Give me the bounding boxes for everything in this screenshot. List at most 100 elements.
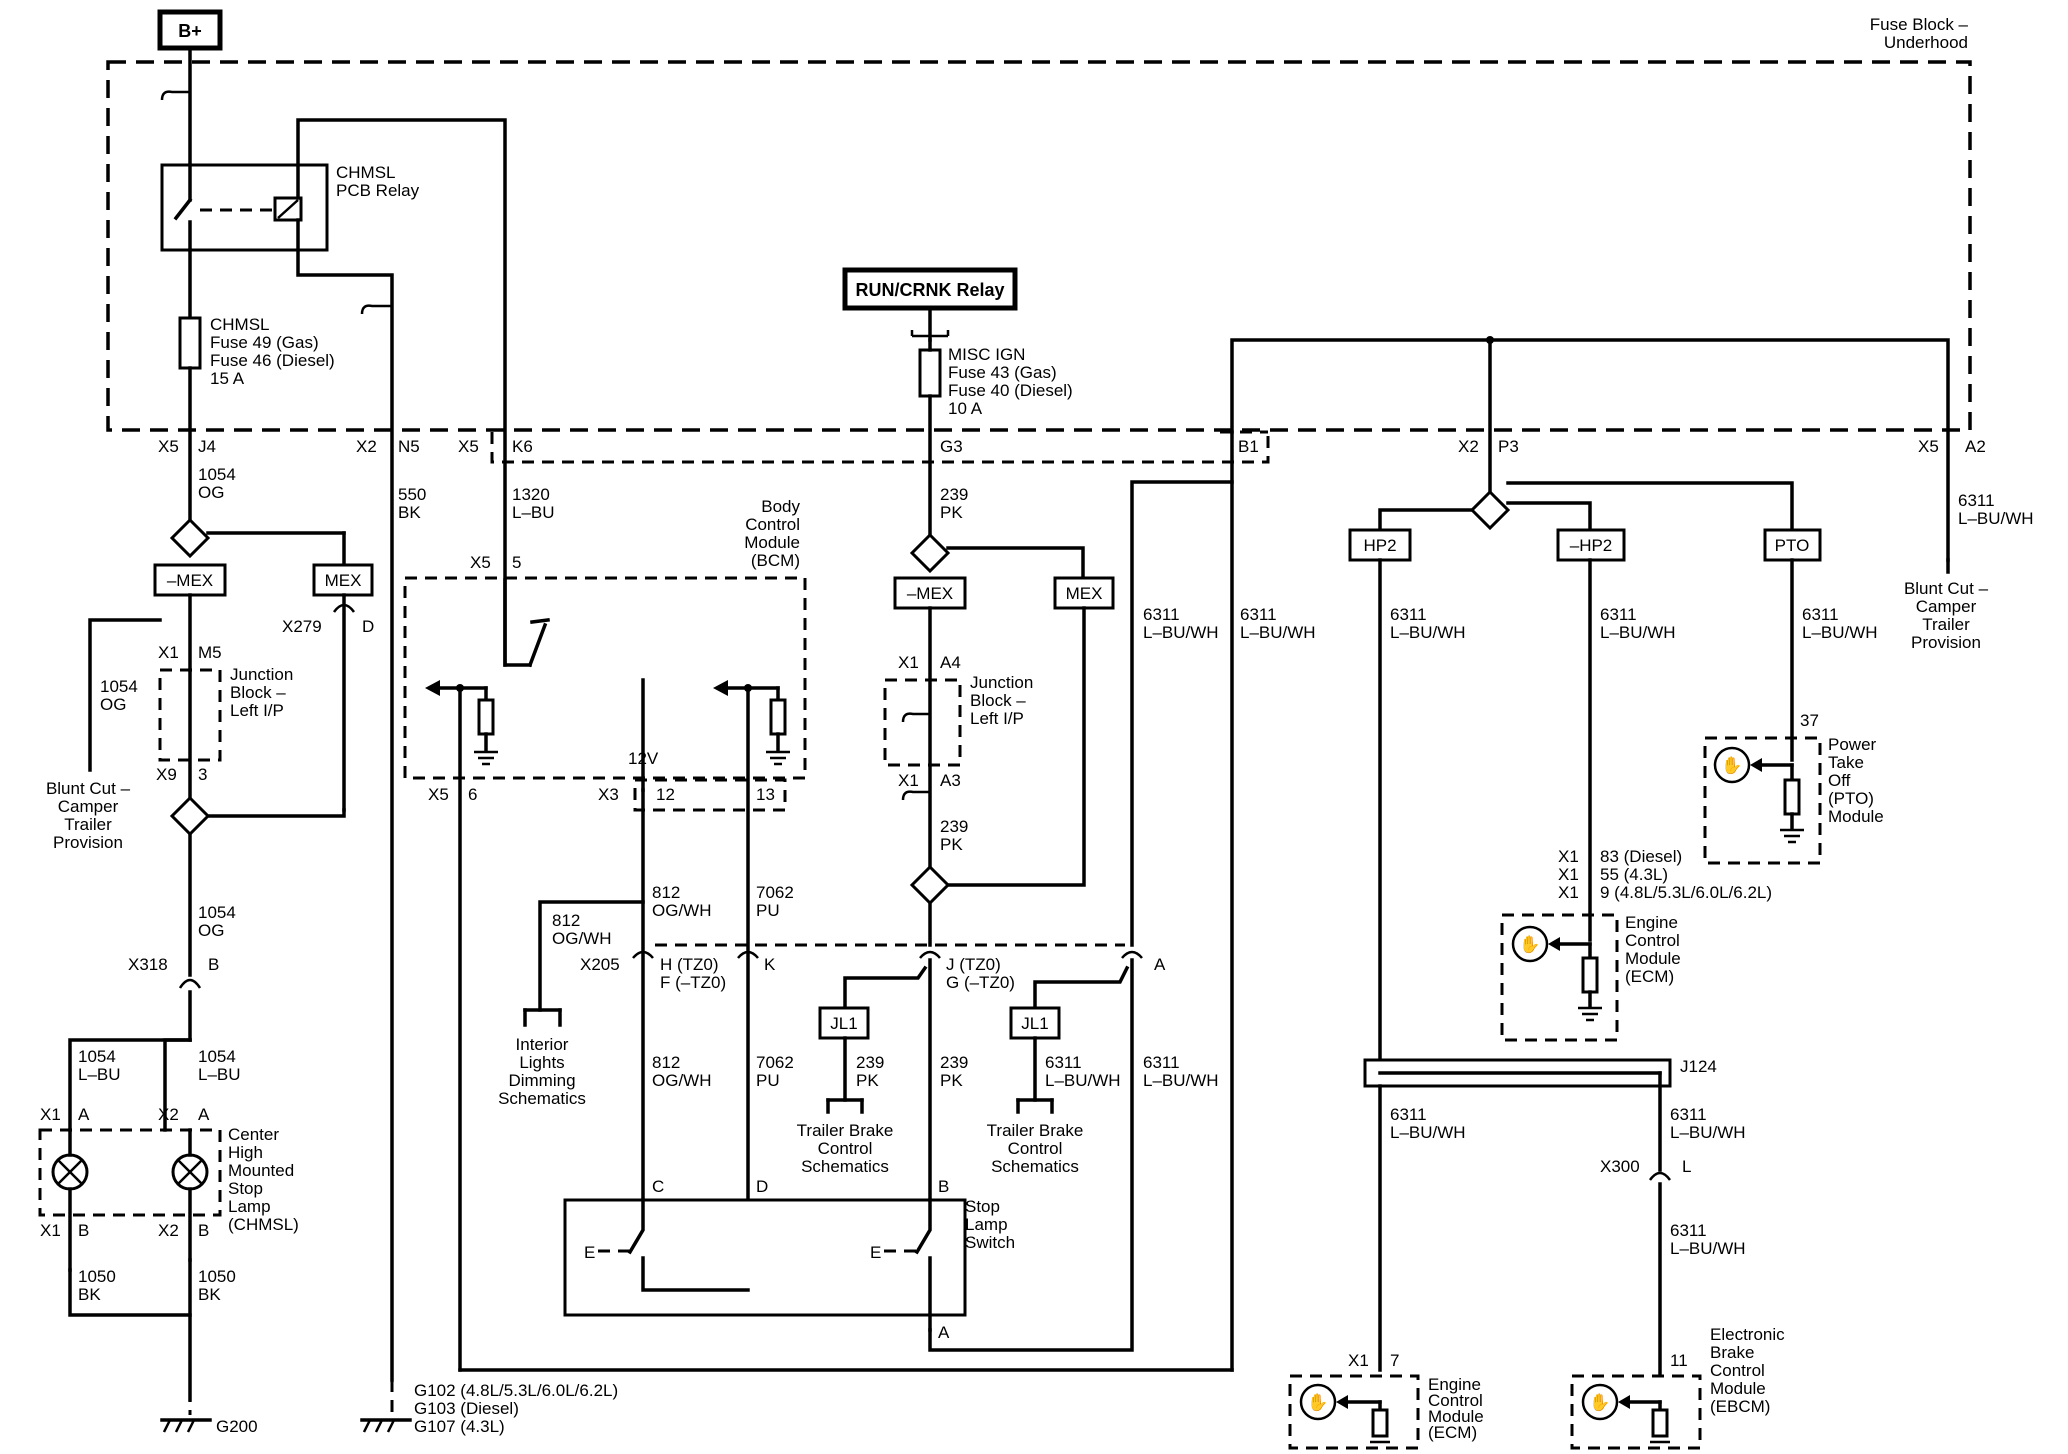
svg-text:Fuse 49 (Gas): Fuse 49 (Gas) <box>210 333 319 352</box>
svg-text:X5: X5 <box>470 553 491 572</box>
svg-text:3: 3 <box>198 765 207 784</box>
svg-text:PTO: PTO <box>1775 536 1810 555</box>
svg-text:X2: X2 <box>158 1221 179 1240</box>
fuse-block-underhood-outline <box>106 60 1972 432</box>
svg-text:G3: G3 <box>940 437 963 456</box>
svg-text:Block –: Block – <box>230 683 286 702</box>
svg-text:Control: Control <box>818 1139 873 1158</box>
svg-text:B+: B+ <box>178 21 202 41</box>
run-crnk-relay: RUN/CRNK Relay MISC IGN Fuse 43 (Gas) Fu… <box>842 267 1073 537</box>
svg-text:10 A: 10 A <box>948 399 983 418</box>
svg-text:L–BU/WH: L–BU/WH <box>1045 1071 1121 1090</box>
svg-text:OG: OG <box>100 695 126 714</box>
svg-text:6311: 6311 <box>1143 1053 1180 1072</box>
svg-text:B: B <box>198 1221 209 1240</box>
b-plus-label: B+ <box>157 9 223 51</box>
svg-text:Lamp: Lamp <box>965 1215 1008 1234</box>
ecm-module-1: X1 83 (Diesel) X1 55 (4.3L) X1 9 (4.8L/5… <box>1500 847 1772 1042</box>
svg-text:812: 812 <box>652 1053 680 1072</box>
wire-1054-og-top: 1054 OG <box>198 465 236 502</box>
svg-text:CHMSL: CHMSL <box>336 163 396 182</box>
svg-text:(ECM): (ECM) <box>1428 1423 1477 1442</box>
svg-text:E: E <box>870 1243 881 1262</box>
svg-text:Lights: Lights <box>519 1053 564 1072</box>
svg-text:X300: X300 <box>1600 1157 1640 1176</box>
svg-text:MEX: MEX <box>325 571 362 590</box>
svg-text:C: C <box>652 1177 664 1196</box>
svg-text:X1: X1 <box>158 643 179 662</box>
svg-text:Underhood: Underhood <box>1884 33 1968 52</box>
svg-text:15 A: 15 A <box>210 369 245 388</box>
svg-text:X2: X2 <box>158 1105 179 1124</box>
svg-text:D: D <box>756 1177 768 1196</box>
svg-text:Stop: Stop <box>228 1179 263 1198</box>
svg-text:83 (Diesel): 83 (Diesel) <box>1600 847 1682 866</box>
svg-text:X279: X279 <box>282 617 322 636</box>
svg-text:B: B <box>78 1221 89 1240</box>
svg-text:Fuse 46 (Diesel): Fuse 46 (Diesel) <box>210 351 335 370</box>
svg-text:X3: X3 <box>598 785 619 804</box>
junction-block-left-ip-1: X1 M5 X9 3 Junction Block – Left I/P <box>156 643 293 822</box>
svg-text:11: 11 <box>1670 1351 1688 1370</box>
chmsl-fuse-label: CHMSL Fuse 49 (Gas) Fuse 46 (Diesel) 15 … <box>210 315 335 388</box>
svg-text:55 (4.3L): 55 (4.3L) <box>1600 865 1668 884</box>
svg-text:A4: A4 <box>940 653 961 672</box>
svg-text:(BCM): (BCM) <box>751 551 800 570</box>
svg-text:239: 239 <box>940 485 968 504</box>
svg-text:(CHMSL): (CHMSL) <box>228 1215 299 1234</box>
svg-text:L–BU/WH: L–BU/WH <box>1802 623 1878 642</box>
j124-splice-pack: J124 6311 L–BU/WH 6311 L–BU/WH X300 L 63… <box>1363 1057 1746 1377</box>
svg-text:Power: Power <box>1828 735 1877 754</box>
svg-text:Camper: Camper <box>1916 597 1977 616</box>
svg-text:Module: Module <box>1710 1379 1766 1398</box>
svg-text:13: 13 <box>756 785 775 804</box>
svg-text:(ECM): (ECM) <box>1625 967 1674 986</box>
svg-text:Schematics: Schematics <box>991 1157 1079 1176</box>
svg-text:J4: J4 <box>198 437 216 456</box>
svg-text:A2: A2 <box>1965 437 1986 456</box>
svg-text:X5: X5 <box>458 437 479 456</box>
svg-text:Trailer: Trailer <box>64 815 112 834</box>
svg-text:Provision: Provision <box>53 833 123 852</box>
svg-text:MISC IGN: MISC IGN <box>948 345 1025 364</box>
svg-text:Control: Control <box>1008 1139 1063 1158</box>
svg-text:HP2: HP2 <box>1363 536 1396 555</box>
svg-text:L–BU/WH: L–BU/WH <box>1670 1239 1746 1258</box>
svg-text:JL1: JL1 <box>830 1014 857 1033</box>
svg-text:X2: X2 <box>356 437 377 456</box>
svg-text:X1: X1 <box>898 653 919 672</box>
x5-connector-dash <box>490 430 1270 464</box>
svg-text:6311: 6311 <box>1670 1221 1707 1240</box>
svg-text:L–BU: L–BU <box>512 503 555 522</box>
ground-g200: G200 <box>160 1330 258 1436</box>
svg-text:BK: BK <box>78 1285 101 1304</box>
svg-text:1054: 1054 <box>198 1047 236 1066</box>
svg-text:6311: 6311 <box>1390 605 1427 624</box>
wire-550-bk: 550 BK <box>398 485 426 522</box>
svg-text:High: High <box>228 1143 263 1162</box>
svg-text:F (–TZ0): F (–TZ0) <box>660 973 726 992</box>
svg-text:L–BU/WH: L–BU/WH <box>1670 1123 1746 1142</box>
svg-text:✋: ✋ <box>1589 1392 1610 1412</box>
svg-text:BK: BK <box>398 503 421 522</box>
svg-text:1054: 1054 <box>198 465 236 484</box>
svg-text:G (–TZ0): G (–TZ0) <box>946 973 1015 992</box>
svg-text:Block –: Block – <box>970 691 1026 710</box>
svg-text:Left I/P: Left I/P <box>970 709 1024 728</box>
svg-text:Control: Control <box>1428 1391 1483 1410</box>
svg-text:K6: K6 <box>512 437 533 456</box>
svg-text:Junction: Junction <box>970 673 1033 692</box>
svg-text:Body: Body <box>761 497 800 516</box>
svg-text:X1: X1 <box>40 1221 61 1240</box>
x205-connector: X205 H (TZ0) F (–TZ0) K J (TZ0) G (–TZ0)… <box>580 943 1166 992</box>
svg-text:6311: 6311 <box>1958 491 1995 510</box>
svg-text:X2: X2 <box>1458 437 1479 456</box>
svg-text:12: 12 <box>656 785 675 804</box>
svg-text:(PTO): (PTO) <box>1828 789 1874 808</box>
ground-g102-g103-g107: G102 (4.8L/5.3L/6.0L/6.2L) G103 (Diesel)… <box>360 1340 618 1436</box>
svg-text:Blunt Cut –: Blunt Cut – <box>1904 579 1989 598</box>
fuse-block-connector-labels: X5 J4 X2 N5 X5 K6 G3 B1 X2 P3 X5 A2 <box>158 437 1986 456</box>
svg-text:CHMSL: CHMSL <box>210 315 270 334</box>
svg-text:9 (4.8L/5.3L/6.0L/6.2L): 9 (4.8L/5.3L/6.0L/6.2L) <box>1600 883 1772 902</box>
